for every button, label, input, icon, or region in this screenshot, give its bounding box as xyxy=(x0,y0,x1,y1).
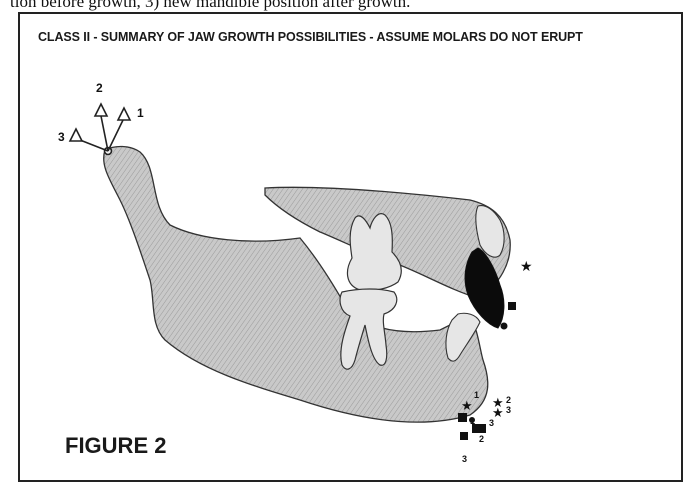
chin-block-label-a: 3 xyxy=(489,418,494,428)
chin-block-label-1: 1 xyxy=(470,416,475,426)
chin-block-label-3: 3 xyxy=(462,454,467,464)
jaw-diagram: 1 2 3 ★ ★ ★ ★ 1 2 3 1 3 2 3 xyxy=(0,0,687,471)
chin-star-label-1: 1 xyxy=(474,390,479,400)
chin-markers: ★ ★ ★ 1 2 3 1 3 2 3 xyxy=(458,390,511,464)
dot-marker xyxy=(501,323,508,330)
chin-block-3 xyxy=(460,432,468,440)
vector-label-1: 1 xyxy=(137,106,144,120)
figure-caption: FIGURE 2 xyxy=(65,433,166,459)
vector-label-3: 3 xyxy=(58,130,65,144)
chin-block-1 xyxy=(458,413,467,422)
chin-star-1: ★ xyxy=(461,399,473,414)
chin-star-label-2: 2 xyxy=(506,395,511,405)
vector-label-2: 2 xyxy=(96,81,103,95)
point-a-star: ★ xyxy=(520,259,533,275)
chin-star-label-3: 3 xyxy=(506,405,511,415)
chin-block-label-2: 2 xyxy=(479,434,484,444)
square-marker xyxy=(508,302,516,310)
